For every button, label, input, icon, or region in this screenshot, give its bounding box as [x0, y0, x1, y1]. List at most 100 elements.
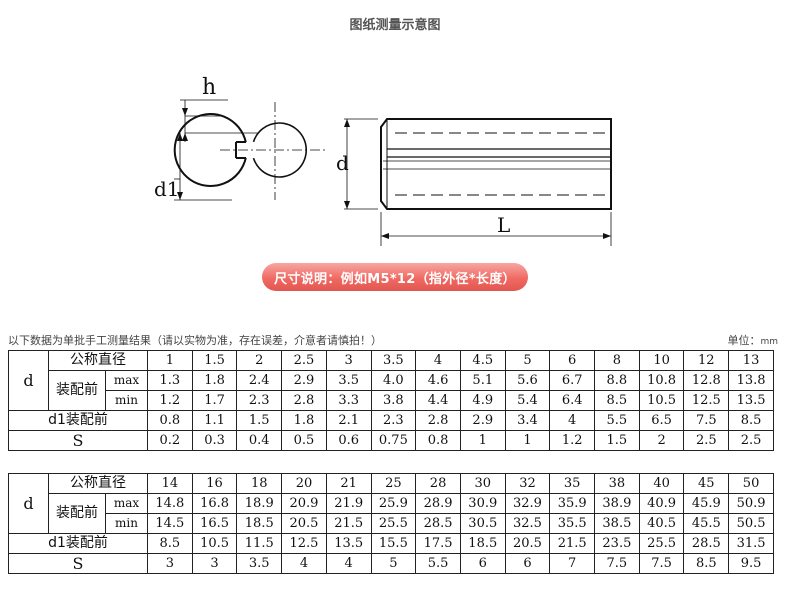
min-cell: 16.5 [191, 513, 238, 534]
nominal-cell: 10 [638, 350, 685, 371]
label-d: d [336, 151, 349, 175]
d1-cell: 8.5 [728, 410, 774, 431]
d1-cell: 10.5 [191, 533, 238, 554]
max-cell: 20.9 [281, 493, 327, 514]
s-cell: 2.5 [728, 430, 774, 451]
s-cell: 6 [459, 553, 506, 574]
s-cell: 3 [191, 553, 238, 574]
table-row: 装配前 max 1.3 1.8 2.4 2.9 3.5 4.0 4.6 5.1 … [9, 370, 774, 411]
max-cell: 3.5 [325, 370, 372, 391]
pre-assembly-label: 装配前 [48, 493, 106, 534]
s-cell: 9.5 [728, 553, 774, 574]
nominal-cell: 2.5 [281, 350, 327, 371]
max-cell: 28.9 [415, 493, 461, 514]
nominal-label: 公称直径 [48, 350, 148, 371]
s-cell: 5.5 [415, 553, 461, 574]
s-cell: 0.3 [191, 430, 238, 451]
nominal-cell: 16 [191, 473, 238, 494]
d1-cell: 5.5 [594, 410, 640, 431]
min-cell: 3.8 [370, 390, 417, 411]
nominal-cell: 32 [504, 473, 551, 494]
s-cell: 0.4 [236, 430, 283, 451]
table-row: d 公称直径 1 1.5 2 2.5 3 3.5 4 4.5 5 6 8 10 … [8, 350, 774, 411]
max-cell: 45.9 [683, 493, 730, 514]
table-row: S 3 3 3.5 4 4 5 5.5 6 6 7 7.5 7.5 8.5 9.… [8, 553, 774, 574]
d1-cell: 3.4 [504, 410, 551, 431]
d1-cell: 1.1 [191, 410, 238, 431]
max-cell: 25.9 [370, 493, 417, 514]
d1-cell: 17.5 [415, 533, 461, 554]
nominal-cell: 35 [549, 473, 596, 494]
nominal-cell: 45 [683, 473, 730, 494]
nominal-cell: 8 [594, 350, 640, 371]
min-cell: 12.5 [683, 390, 730, 411]
min-cell: 25.5 [370, 513, 417, 534]
nominal-cell: 28 [415, 473, 461, 494]
min-cell: 45.5 [683, 513, 730, 534]
s-cell: 2 [638, 430, 685, 451]
min-cell: 14.5 [147, 513, 193, 534]
min-label: min [105, 390, 148, 411]
d-label: d [8, 473, 49, 534]
max-label: max [105, 370, 148, 391]
nominal-cell: 40 [638, 473, 685, 494]
min-cell: 20.5 [281, 513, 327, 534]
max-cell: 50.9 [728, 493, 774, 514]
min-label: min [105, 513, 148, 534]
d1-cell: 20.5 [504, 533, 551, 554]
s-cell: 0.2 [147, 430, 193, 451]
nominal-cell: 21 [325, 473, 372, 494]
max-cell: 10.8 [638, 370, 685, 391]
min-cell: 40.5 [638, 513, 685, 534]
s-cell: 1.2 [549, 430, 596, 451]
table-row: 装配前 max 14.8 16.8 18.9 20.9 21.9 25.9 28… [9, 493, 774, 534]
d1-cell: 0.8 [147, 410, 193, 431]
min-cell: 28.5 [415, 513, 461, 534]
s-cell: 3.5 [236, 553, 283, 574]
unit-value: mm [760, 337, 778, 347]
label-d1: d1 [154, 177, 180, 201]
d1-cell: 28.5 [683, 533, 730, 554]
min-cell: 50.5 [728, 513, 774, 534]
max-cell: 38.9 [594, 493, 640, 514]
s-cell: 7.5 [638, 553, 685, 574]
s-cell: 5 [370, 553, 417, 574]
s-cell: 6 [504, 553, 551, 574]
s-cell: 4 [281, 553, 327, 574]
min-cell: 13.5 [728, 390, 774, 411]
d1-cell: 15.5 [370, 533, 417, 554]
s-label: S [8, 553, 148, 574]
min-cell: 8.5 [594, 390, 640, 411]
s-cell: 2.5 [683, 430, 730, 451]
nominal-cell: 4 [415, 350, 461, 371]
pin-side-view [380, 118, 612, 210]
s-cell: 7 [549, 553, 596, 574]
nominal-cell: 3.5 [370, 350, 417, 371]
min-cell: 30.5 [459, 513, 506, 534]
s-label: S [8, 430, 148, 451]
nominal-cell: 20 [281, 473, 327, 494]
d1-cell: 25.5 [638, 533, 685, 554]
min-cell: 6.4 [549, 390, 596, 411]
d1-cell: 8.5 [147, 533, 193, 554]
max-cell: 4.0 [370, 370, 417, 391]
nominal-cell: 38 [594, 473, 640, 494]
max-cell: 35.9 [549, 493, 596, 514]
min-cell: 10.5 [638, 390, 685, 411]
d1-cell: 2.9 [459, 410, 506, 431]
min-cell: 4.4 [415, 390, 461, 411]
nominal-cell: 6 [549, 350, 596, 371]
s-cell: 0.75 [370, 430, 417, 451]
min-cell: 2.8 [281, 390, 327, 411]
min-cell: 2.3 [236, 390, 283, 411]
s-cell: 0.5 [281, 430, 327, 451]
d1-cell: 2.8 [415, 410, 461, 431]
d1-cell: 6.5 [638, 410, 685, 431]
max-cell: 1.3 [147, 370, 193, 391]
d1-cell: 12.5 [281, 533, 327, 554]
s-cell: 1.5 [594, 430, 640, 451]
s-cell: 1 [459, 430, 506, 451]
nominal-label: 公称直径 [48, 473, 148, 494]
d1-cell: 1.5 [236, 410, 283, 431]
table-row: d1装配前 0.8 1.1 1.5 1.8 2.1 2.3 2.8 2.9 3.… [8, 410, 774, 431]
